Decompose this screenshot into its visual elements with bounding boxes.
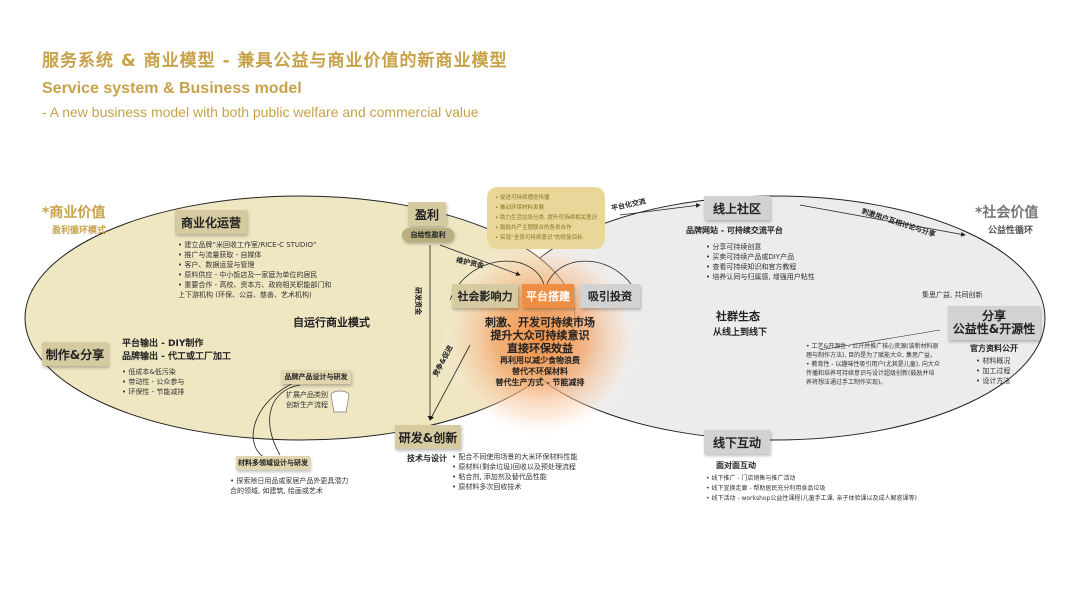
list-item: • 低成本&低污染 [122, 368, 176, 376]
online-community-box: 线上社区 [704, 196, 770, 220]
list-item: • 原料供应 - 中小饭店及一家庭为单位的居民 [178, 271, 318, 279]
page-title-cn: 服务系统 & 商业模型 - 兼具公益与商业价值的新商业模型 [42, 51, 508, 71]
list-item: • 材料概况 [976, 357, 1011, 365]
share-open-sub: 公益性&开源性 [952, 322, 1036, 336]
social-value-title: *社会价值 [975, 205, 1039, 221]
list-item: • 教育性 - 以趣味性吸引用户(尤其是儿童), 向大众 [806, 361, 940, 368]
official-label: 官方资料公开 [970, 344, 1018, 353]
make-share-line1: 平台输出 - DIY制作 [122, 339, 204, 349]
online-label: 品牌网站 - 可持续交流平台 [686, 226, 783, 235]
callout-goals: • 促进可持续理念传播 • 推动环保材料发展 • 助力生活垃圾分类, 提升可持续… [487, 187, 605, 249]
list-item: • 买卖可持续产品或DIY产品 [706, 253, 795, 261]
make-share-box: 制作&分享 [42, 342, 108, 366]
product-design-box: 品牌产品设计与研发 [281, 370, 351, 384]
platform-box: 平台搭建 [522, 284, 574, 308]
product-design-list: 扩展产品类别 创新生产流程 [286, 390, 328, 410]
rnd-box: 研发&创新 [395, 425, 461, 449]
list-item: • 原材料多次回收技术 [452, 483, 522, 491]
callout-item: • 助力生活垃圾分类, 提升可持续相关意识 [495, 215, 597, 221]
list-item: • 原材料(剩余垃圾)回收以及预处理流程 [452, 463, 576, 471]
center-benefits: 刺激、开发可持续市场 提升大众可持续意识 直接环保效益 再利用以减少食物浪费 替… [470, 316, 610, 388]
bucket-icon [330, 390, 350, 413]
make-share-line2: 品牌输出 - 代工或工厂加工 [122, 352, 232, 362]
social-loop-sub: 从线上到线下 [713, 328, 768, 338]
center-line: 提升大众可持续意识 [490, 329, 590, 342]
commercial-value-title: *商业价值 [42, 205, 106, 221]
rnd-bullets: • 配合不同使用场景的大米环保材料性能 • 原材料(剩余垃圾)回收以及预处理流程… [452, 452, 577, 492]
center-line: 替代不环保材料 [512, 367, 568, 376]
callout-item: • 实现“全员可持续意识”的修复目标 [495, 235, 583, 241]
arrow-label-cocreate: 集思广益, 共同创新 [922, 291, 983, 299]
list-item: • 线下宣换走廊 - 帮助居民充分利用食品垃圾 [706, 485, 826, 492]
commercial-ops-list: • 建立品牌“米回收工作室/RICE-C STUDIO” • 推广与流量获取 -… [178, 240, 331, 300]
social-influence-box: 社会影响力 [452, 284, 518, 308]
profit-box: 盈利 [408, 202, 446, 226]
callout-item: • 促进可持续理念传播 [495, 195, 550, 201]
list-item: 上下游机构 (环保、公益、慈善、艺术机构) [178, 291, 312, 299]
list-item: • 带动性 - 公众参与 [122, 378, 185, 386]
official-list: • 材料概况 • 加工过程 • 设计方法 [976, 356, 1010, 386]
page-subtitle-en: - A new business model with both public … [42, 104, 479, 120]
share-open-title: 分享 [981, 309, 1006, 323]
attract-invest-box: 吸引投资 [580, 284, 640, 308]
commercial-ops-box: 商业化运营 [175, 210, 247, 234]
callout-item: • 鼓励共产主题联合的各类合作 [495, 225, 572, 231]
center-line: 替代生产方式 - 节能减排 [495, 378, 585, 387]
list-item: • 建立品牌“米回收工作室/RICE-C STUDIO” [178, 241, 317, 249]
list-item: 合的领域, 如建筑, 绘画或艺术 [230, 487, 323, 495]
list-item: • 工艺&开源性 - 公开并推广核心资源(该新材料原 [806, 343, 939, 350]
center-line: 刺激、开发可持续市场 [485, 316, 595, 329]
list-item: • 粘合剂, 添加剂及替代品性能 [452, 473, 547, 481]
list-item: 养将想法通过手工制作实现)。 [806, 379, 887, 386]
social-loop-label: 社群生态 [716, 310, 760, 323]
list-item: • 分享可持续创意 [706, 243, 762, 251]
callout-item: • 推动环保材料发展 [495, 205, 544, 211]
center-line: 直接环保效益 [507, 342, 573, 355]
list-item: 扩展产品类别 [286, 391, 328, 399]
list-item: • 查看可持续知识和官方教程 [706, 263, 797, 271]
list-item: • 加工过程 [976, 367, 1011, 375]
list-item: • 线下推广 - 门店销售与推广活动 [706, 475, 796, 482]
offline-label: 面对面互动 [716, 461, 756, 470]
commercial-loop-label: 自运行商业模式 [293, 316, 370, 329]
list-item: 理与制作方法), 目的是为了赋能大众, 集思广益。 [806, 352, 936, 359]
rnd-label: 技术与设计 [407, 454, 447, 463]
share-open-box: 分享 公益性&开源性 [948, 306, 1040, 340]
list-item: • 线下活动 - workshop公益性课程(儿童手工课, 亲子体验课以及成人解… [706, 495, 917, 502]
list-item: 传播和培养可持续意识与设计超级创新(鼓励并培 [806, 370, 935, 377]
list-item: • 探索除日用品或家居产品外更具潜力 [230, 477, 349, 485]
profit-sub-badge: 自给性盈利 [402, 228, 454, 242]
list-item: • 重要合作 - 高校、资本方、政府相关职能部门和 [178, 281, 332, 289]
center-line: 再利用以减少食物浪费 [500, 356, 580, 365]
list-item: • 配合不同使用场景的大米环保材料性能 [452, 453, 578, 461]
list-item: 创新生产流程 [286, 401, 328, 409]
offline-box: 线下互动 [704, 430, 770, 454]
online-bullets: • 分享可持续创意 • 买卖可持续产品或DIY产品 • 查看可持续知识和官方教程… [706, 242, 815, 282]
material-list: • 探索除日用品或家居产品外更具潜力 合的领域, 如建筑, 绘画或艺术 [230, 476, 348, 496]
page-title-en: Service system & Business model [42, 80, 302, 97]
list-item: • 设计方法 [976, 377, 1011, 385]
list-item: • 培养认同与归属感, 增强用户粘性 [706, 273, 815, 281]
material-design-box: 材料多领域设计与研发 [236, 456, 310, 470]
arrow-label-rnd-funds: 研发资金 [414, 287, 422, 315]
make-share-bullets: • 低成本&低污染 • 带动性 - 公众参与 • 环保性 - 节能减排 [122, 367, 184, 397]
social-value-sub: 公益性循环 [988, 226, 1034, 236]
commercial-value-sub: 盈利循环模式 [52, 226, 107, 236]
share-open-desc: • 工艺&开源性 - 公开并推广核心资源(该新材料原 理与制作方法), 目的是为… [806, 342, 940, 387]
list-item: • 客户、数据运营与管理 [178, 261, 255, 269]
offline-bullets: • 线下推广 - 门店销售与推广活动 • 线下宣换走廊 - 帮助居民充分利用食品… [706, 474, 917, 504]
list-item: • 推广与流量获取 - 自媒体 [178, 251, 262, 259]
list-item: • 环保性 - 节能减排 [122, 388, 185, 396]
